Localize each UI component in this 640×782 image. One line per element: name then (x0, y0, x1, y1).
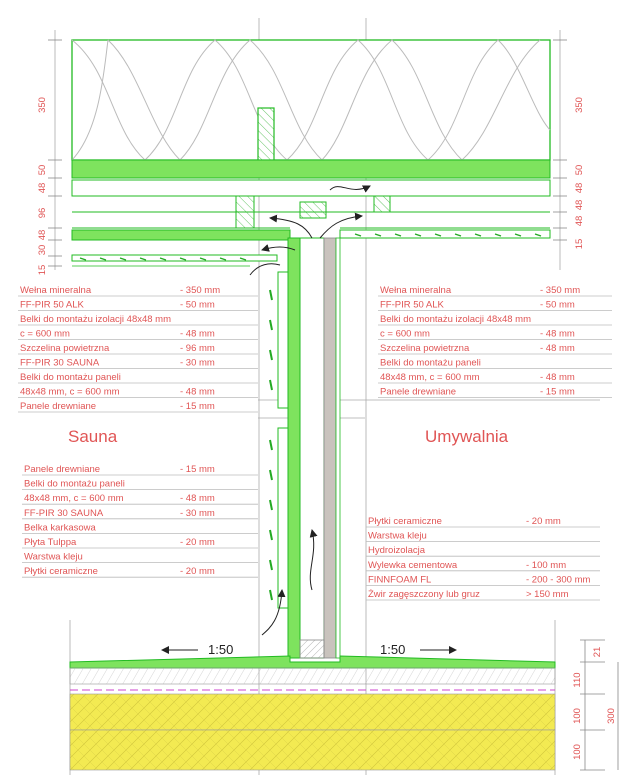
legend-value: - 50 mm (180, 300, 215, 311)
legend-ceiling-sauna: Wełna mineralna - 350 mm FF-PIR 50 ALK - 50… (18, 285, 258, 413)
legend-value: - 48 mm (180, 387, 215, 398)
room-label-washroom: Umywalnia (425, 427, 509, 446)
legend-label: 48x48 mm, c = 600 mm (20, 387, 120, 398)
legend-label: FF-PIR 30 SAUNA (24, 508, 104, 519)
legend-label: FF-PIR 50 ALK (20, 300, 85, 311)
legend-value: - 20 mm (180, 566, 215, 577)
legend-label: Wylewka cementowa (368, 560, 458, 571)
dim-left-48: 48 (37, 183, 48, 194)
legend-label: Hydroizolacja (368, 545, 426, 556)
legend-wall-sauna: Panele drewniane - 15 mm Belki do montażu … (22, 464, 258, 578)
dim-right-48b: 48 (574, 200, 585, 211)
sauna-ceiling (71, 229, 291, 267)
dim-left-96: 96 (37, 208, 48, 219)
floor-layers (69, 655, 556, 771)
pir-50-layer (71, 159, 551, 179)
legend-label: Płytki ceramiczne (24, 566, 98, 577)
legend-value: - 200 - 300 mm (526, 574, 590, 585)
airflow-arrows (161, 185, 457, 654)
legend-value: - 15 mm (180, 464, 215, 475)
legend-label: Panele drewniane (20, 401, 96, 412)
legend-label: FINNFOAM FL (368, 574, 431, 585)
legend-label: Warstwa kleju (24, 552, 83, 563)
legend-value: - 48 mm (180, 493, 215, 504)
legend-value: - 100 mm (526, 560, 566, 571)
legend-label: Żwir zagęszczony lub gruz (368, 589, 480, 600)
legend-value: - 20 mm (526, 516, 561, 527)
room-label-sauna: Sauna (68, 427, 118, 446)
dim-right-350: 350 (574, 97, 585, 113)
dimension-ticks (48, 39, 619, 771)
washroom-ceiling (339, 229, 551, 239)
dim-left-350: 350 (37, 97, 48, 113)
legend-label: Szczelina powietrzna (380, 343, 470, 354)
legend-value: - 48 mm (180, 329, 215, 340)
dim-left-48b: 48 (37, 230, 48, 241)
dim-right-48c: 48 (574, 216, 585, 227)
legend-value: - 15 mm (540, 387, 575, 398)
dim-floor-100b: 100 (572, 744, 583, 760)
legend-label: Płyta Tulppa (24, 537, 77, 548)
legend-label: Belka karkasowa (24, 522, 97, 533)
dimension-labels: 350 50 48 96 48 30 15 350 50 48 48 48 15… (37, 97, 617, 760)
legend-value: - 96 mm (180, 343, 215, 354)
legend-label: 48x48 mm, c = 600 mm (380, 372, 480, 383)
dim-floor-21: 21 (592, 647, 603, 658)
legend-value: - 15 mm (180, 401, 215, 412)
legend-value: - 50 mm (540, 300, 575, 311)
legend-label: Szczelina powietrzna (20, 343, 110, 354)
dim-right-15: 15 (574, 239, 585, 250)
ceiling-battens (71, 179, 551, 197)
partition-wall (269, 237, 341, 659)
legend-label: Belki do montażu paneli (20, 372, 121, 383)
legend-label: 48x48 mm, c = 600 mm (24, 493, 124, 504)
legend-value: - 48 mm (540, 372, 575, 383)
legend-label: Warstwa kleju (368, 531, 427, 542)
slope-left: 1:50 (208, 642, 233, 657)
legend-value: - 20 mm (180, 537, 215, 548)
legend-label: FF-PIR 30 SAUNA (20, 358, 100, 369)
legend-value: - 30 mm (180, 508, 215, 519)
legend-label: Wełna mineralna (20, 285, 92, 296)
dim-floor-110: 110 (572, 672, 583, 687)
slope-right: 1:50 (380, 642, 405, 657)
mineral-wool (71, 39, 551, 161)
dim-floor-100a: 100 (572, 708, 583, 724)
legend-label: Belki do montażu paneli (380, 358, 481, 369)
legend-label: Belki do montażu izolacji 48x48 mm (20, 314, 171, 325)
legend-label: FF-PIR 50 ALK (380, 300, 445, 311)
legend-label: Płytki ceramiczne (368, 516, 442, 527)
legend-label: Panele drewniane (380, 387, 456, 398)
dim-left-15: 15 (37, 265, 48, 276)
legend-label: c = 600 mm (20, 329, 70, 340)
dim-left-30: 30 (37, 245, 48, 256)
dim-right-50: 50 (574, 165, 585, 176)
dim-right-48: 48 (574, 183, 585, 194)
legend-value: - 350 mm (540, 285, 580, 296)
legend-value: - 350 mm (180, 285, 220, 296)
legend-value: - 48 mm (540, 329, 575, 340)
legend-value: - 30 mm (180, 358, 215, 369)
legend-label: Belki do montażu paneli (24, 479, 125, 490)
legend-label: Belki do montażu izolacji 48x48 mm (380, 314, 531, 325)
dim-floor-300: 300 (606, 708, 617, 724)
legend-value: > 150 mm (526, 589, 569, 600)
legend-floor-washroom: Płytki ceramiczne - 20 mm Warstwa klejuHyd… (366, 516, 600, 601)
legend-ceiling-washroom: Wełna mineralna - 350 mm FF-PIR 50 ALK - 50… (378, 285, 612, 398)
legend-value: - 48 mm (540, 343, 575, 354)
legend-label: Wełna mineralna (380, 285, 452, 296)
dim-left-50: 50 (37, 165, 48, 176)
legend-label: c = 600 mm (380, 329, 430, 340)
legend-label: Panele drewniane (24, 464, 100, 475)
